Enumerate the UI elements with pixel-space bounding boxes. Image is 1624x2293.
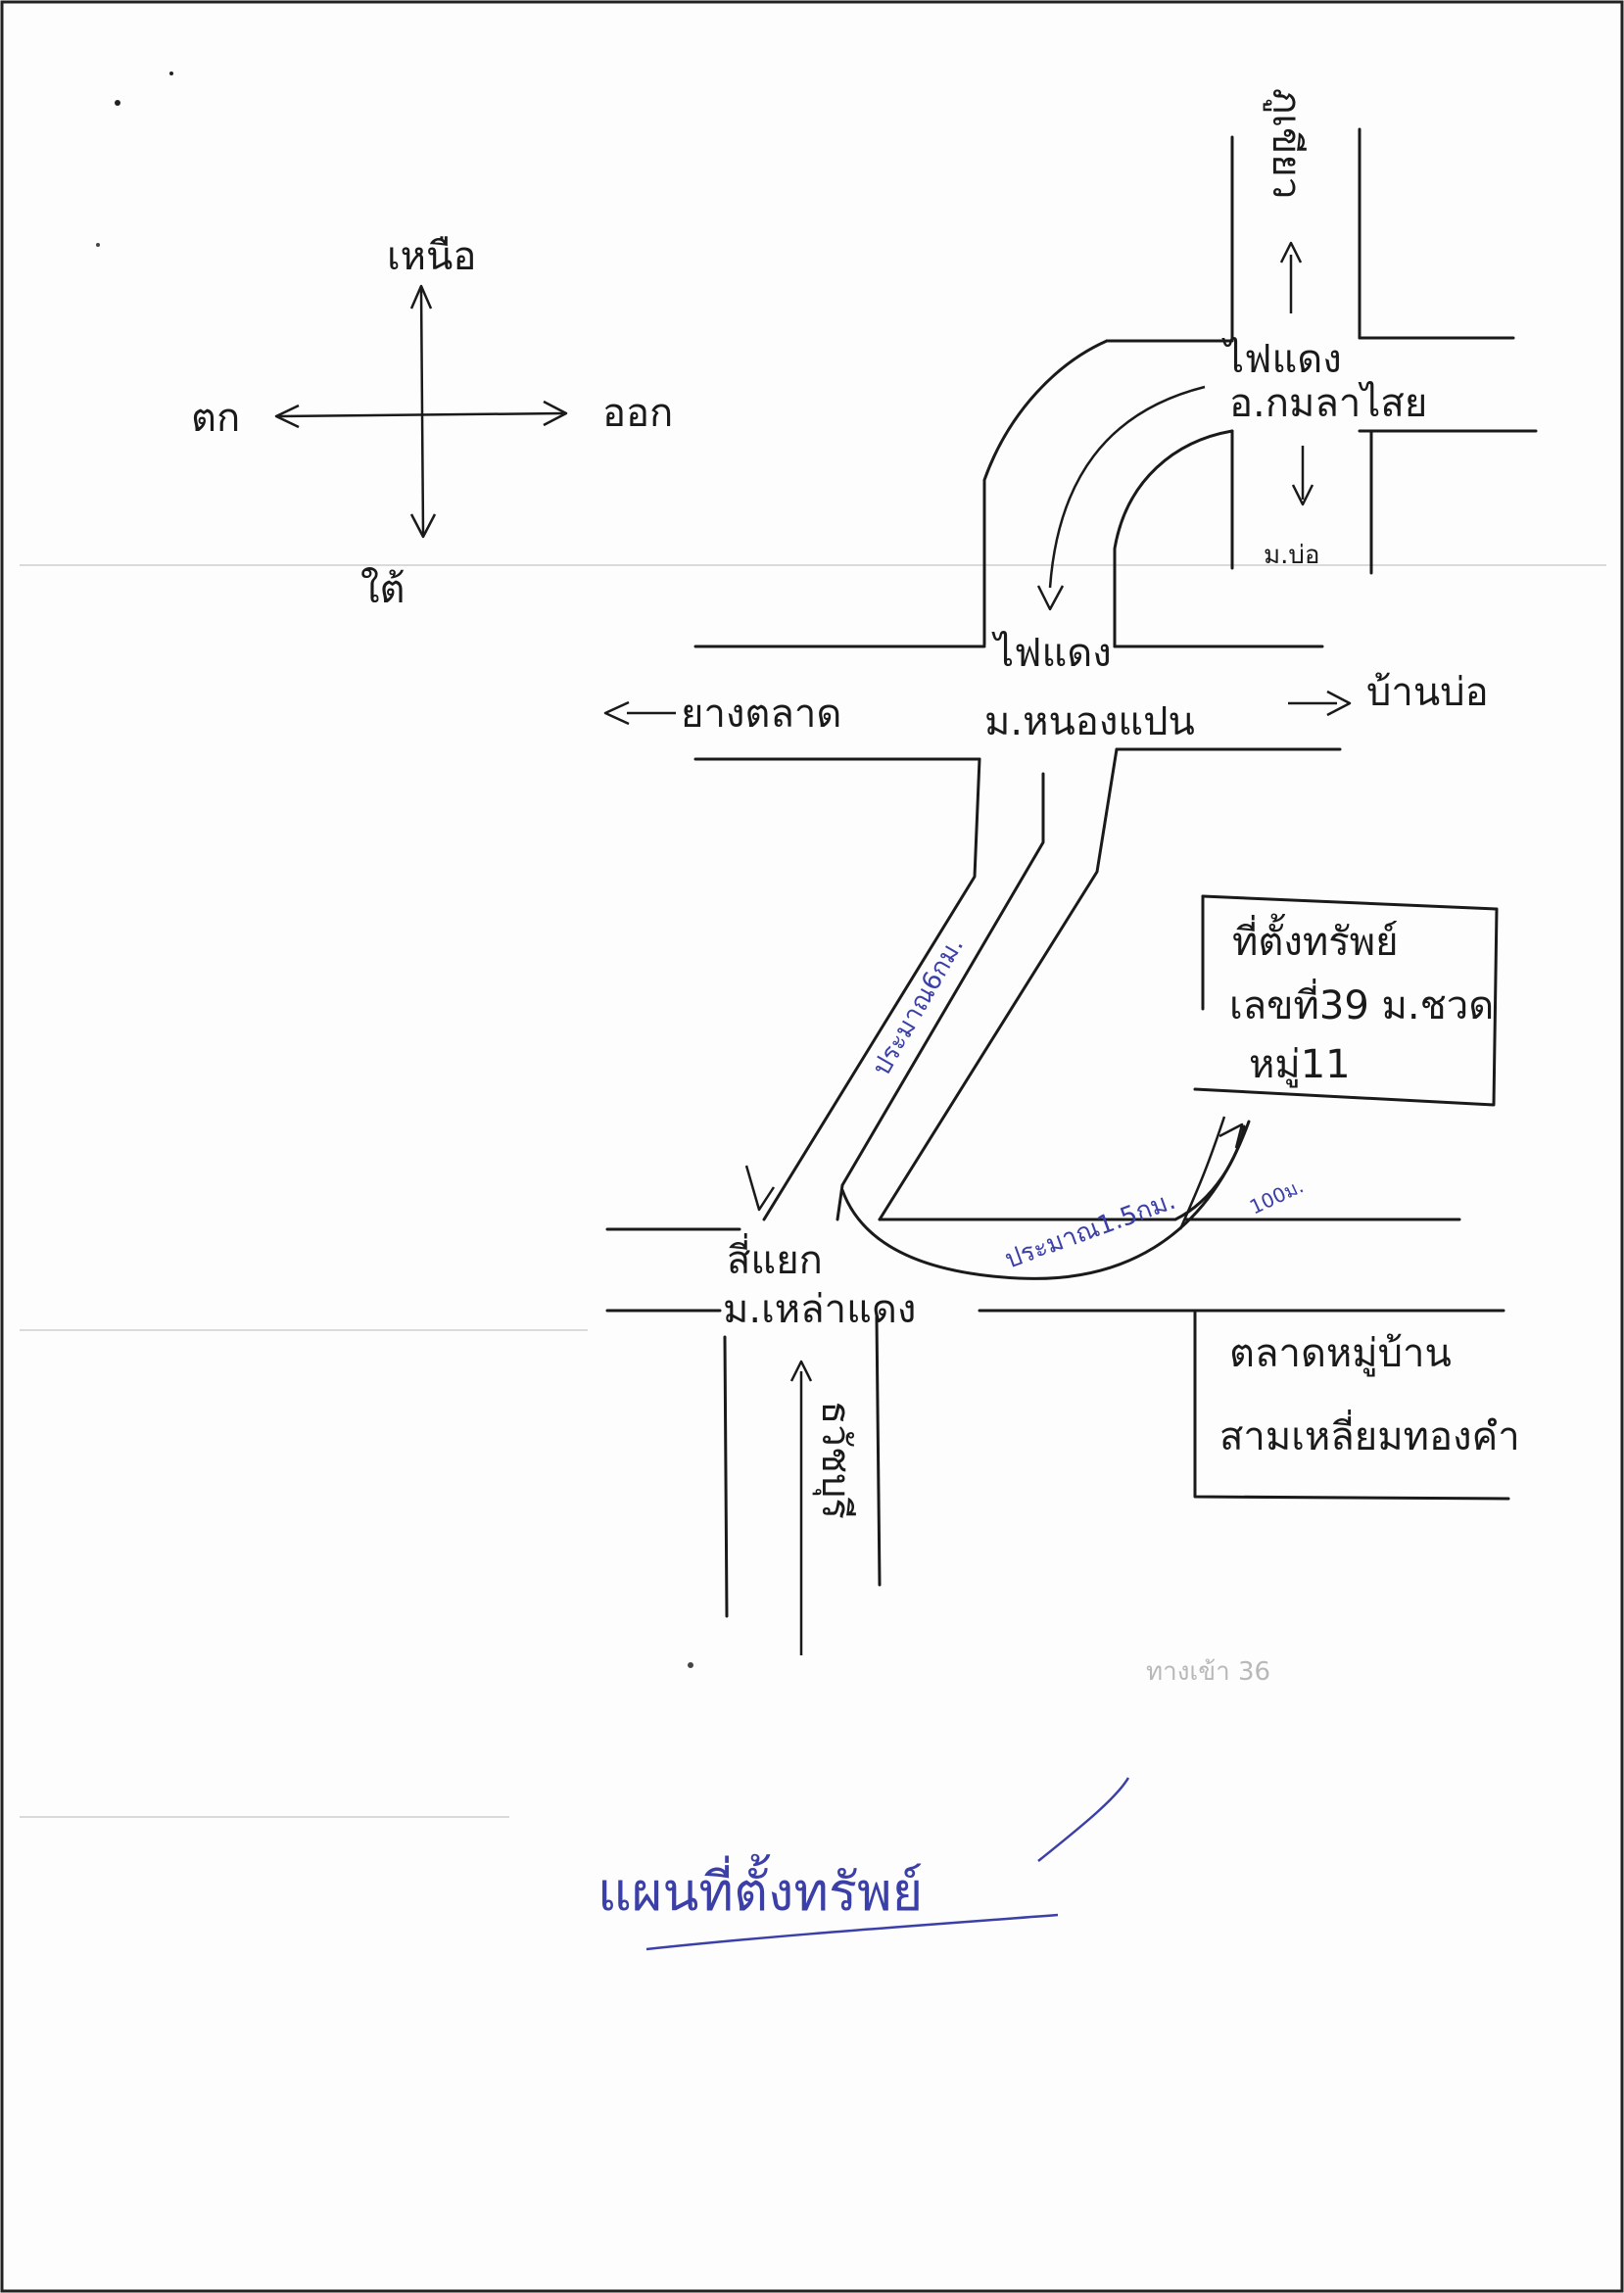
compass-north-label: เหนือ [387,234,476,279]
curve-top-to-mid [982,339,1234,648]
road-top: ภูเขียว [1230,88,1361,340]
property-line2: เลขที่39 ม.ชวด [1229,979,1494,1028]
map-title-text: แผนที่ตั้งทรัพย์ [597,1854,923,1923]
property-line1: ที่ตั้งทรัพย์ [1232,913,1399,965]
intersection-low-line2: ม.เหล่าแดง [723,1287,916,1332]
south-arrowhead [409,513,437,539]
scan-speckles [96,72,693,1668]
compass-east-label: ออก [602,391,673,436]
intersection-mid-line2: ม.หนองแปน [984,699,1195,744]
intersection-top-line2: อ.กมลาไสย [1229,381,1427,426]
road-diagonal: ประมาณ6กม. [762,747,1119,1221]
road-south: ธวัชบุรี [723,1315,882,1655]
compass-south-label: ใต้ [360,566,406,612]
road-top-label: ภูเขียว [1264,88,1309,199]
faint-stamp-text: ทางเข้า 36 [1146,1657,1270,1687]
title-underline [645,1913,1059,1951]
compass-ew-line [278,411,564,418]
west-arrowhead [274,404,300,429]
title-flourish [1037,1777,1130,1862]
compass-west-label: ตก [191,396,240,441]
north-arrowhead [409,284,433,310]
map-title: แผนที่ตั้งทรัพย์ [597,1777,1130,1951]
market-line1: ตลาดหมู่บ้าน [1229,1331,1452,1376]
distance-1-label: ประมาณ6กม. [867,932,970,1081]
road-middle: ไฟแดง ม.หนองแปน ยางตลาด บ้านบ่อ [603,631,1489,761]
intersection-top: ไฟแดง อ.กมลาไสย ม.บ่อ [1105,336,1538,575]
compass-ns-line [419,288,425,535]
distance-2-label: ประมาณ1.5กม. [1001,1186,1179,1275]
down-road-label: ม.บ่อ [1264,541,1320,570]
distance-3-label: 100ม. [1246,1173,1307,1218]
intersection-low-line1: สี่แยก [727,1233,823,1283]
road-curve-to-property: ประมาณ1.5กม. 100ม. [840,1116,1307,1280]
property-line3: หมู่11 [1249,1042,1351,1087]
property-box: ที่ตั้งทรัพย์ เลขที่39 ม.ชวด หมู่11 [1193,894,1499,1107]
east-arrowhead [543,400,568,427]
market-box: ตลาดหมู่บ้าน สามเหลี่ยมทองคำ [1193,1311,1520,1501]
west-road-label: ยางตลาด [681,692,841,737]
compass: เหนือ ใต้ ตก ออก [191,234,673,612]
road-lower: สี่แยก ม.เหล่าแดง [605,1165,1505,1332]
market-line2: สามเหลี่ยมทองคำ [1219,1409,1520,1459]
east-road-label: บ้านบ่อ [1366,670,1489,715]
road-south-label: ธวัชบุรี [812,1401,858,1519]
intersection-top-line1: ไฟแดง [1221,337,1342,382]
intersection-mid-line1: ไฟแดง [991,631,1112,676]
